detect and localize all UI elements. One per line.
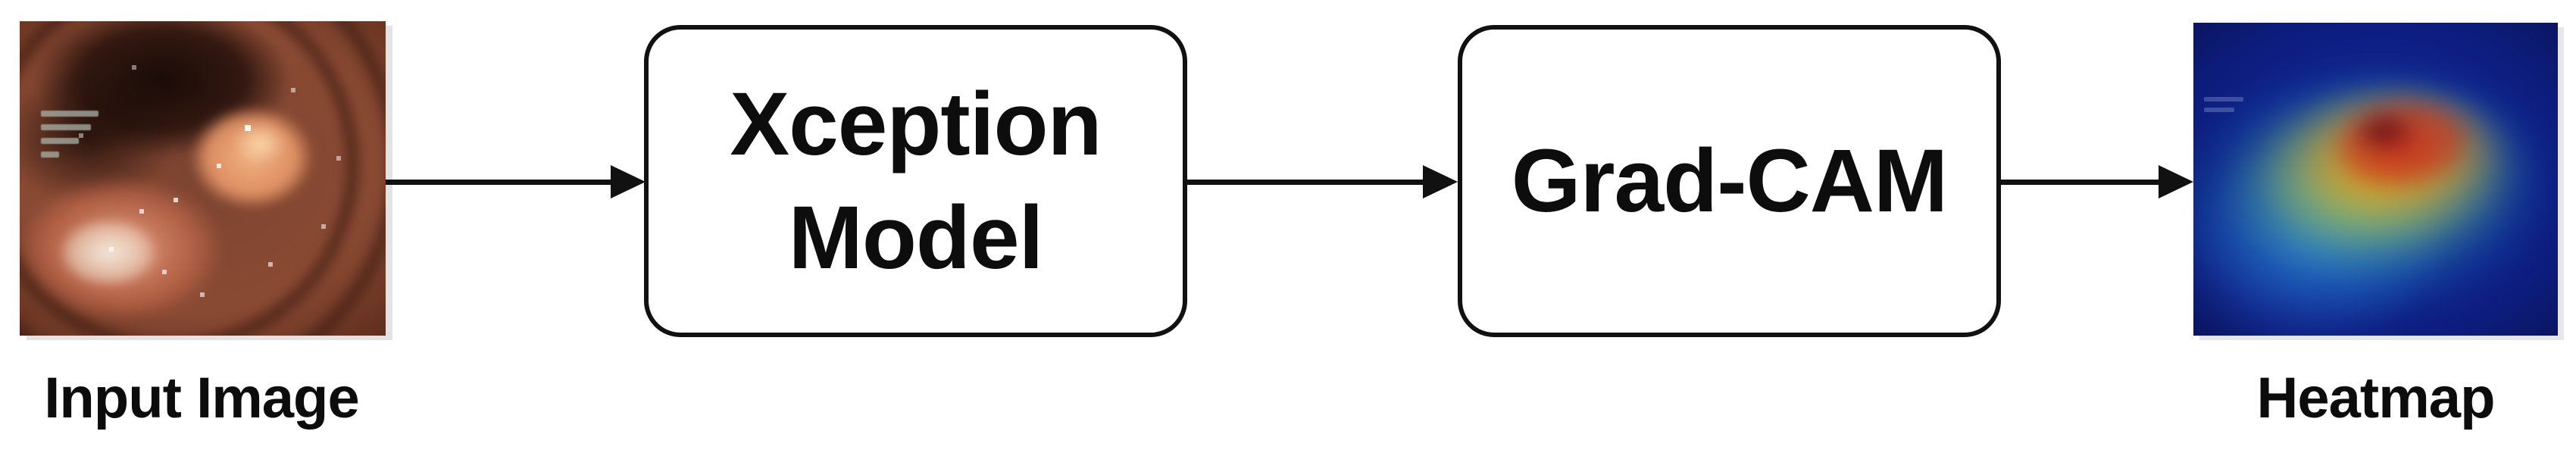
overlay-line — [41, 124, 91, 130]
arrow-shaft — [1187, 180, 1427, 185]
overlay-line — [41, 152, 59, 158]
heatmap-faint-overlay-lines — [2204, 97, 2243, 118]
heatmap-jet-activation-blob — [2193, 23, 2558, 336]
input-endoscopy-image — [20, 21, 386, 336]
arrow-shaft — [2001, 180, 2163, 185]
arrowhead-right-icon — [1423, 165, 1458, 198]
overlay-line — [41, 138, 79, 144]
endoscopy-overlay-metadata-lines — [41, 111, 98, 165]
arrowhead-right-icon — [611, 165, 646, 198]
overlay-line — [2204, 108, 2234, 112]
heatmap-caption: Heatmap — [2256, 366, 2496, 430]
overlay-line — [2204, 97, 2243, 102]
xception-box-line1: Xception — [730, 74, 1102, 174]
gradcam-box: Grad-CAM — [1458, 25, 2001, 337]
endoscopy-specular-highlights — [20, 21, 21, 23]
xception-box-line2: Model — [788, 188, 1044, 288]
gradcam-heatmap-image — [2193, 23, 2558, 336]
overlay-line — [41, 111, 98, 117]
arrowhead-right-icon — [2159, 165, 2193, 198]
xception-model-box: Xception Model — [644, 25, 1187, 337]
endoscopy-tissue-rendering — [20, 21, 386, 336]
input-image-caption: Input Image — [44, 366, 359, 430]
gradcam-box-label: Grad-CAM — [1511, 131, 1948, 231]
arrow-shaft — [386, 180, 615, 185]
